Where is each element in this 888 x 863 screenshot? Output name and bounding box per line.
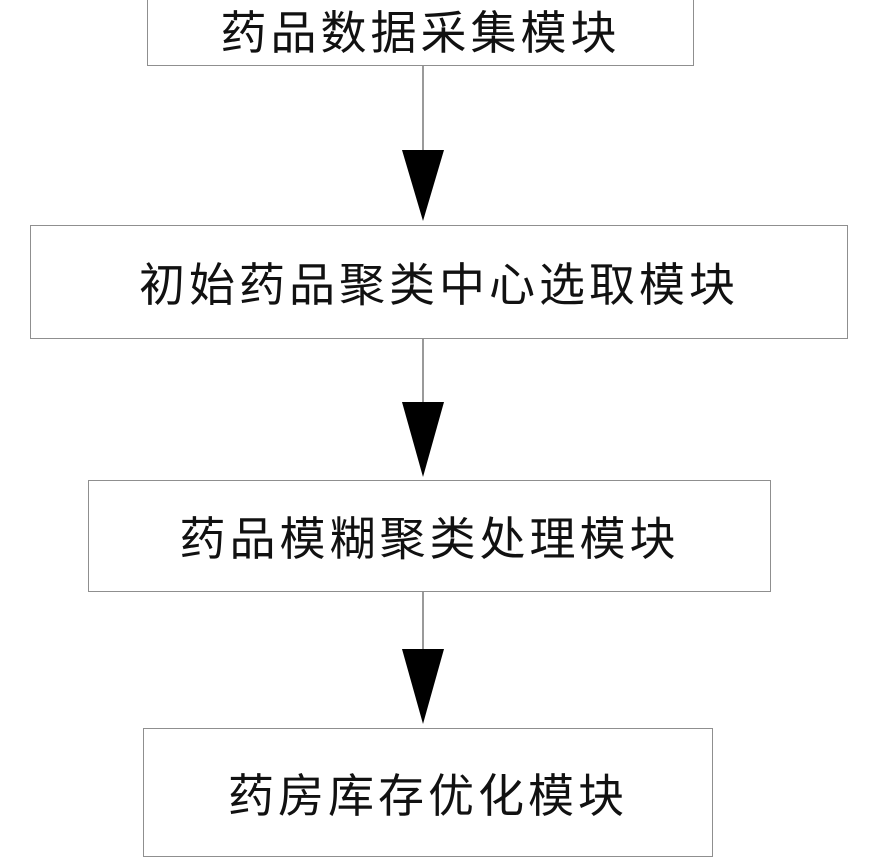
node-drug-data-collection: 药品数据采集模块 xyxy=(147,0,694,66)
node-initial-cluster-center-selection: 初始药品聚类中心选取模块 xyxy=(30,225,848,339)
arrow-2-to-3 xyxy=(398,339,448,481)
arrow-3-head xyxy=(402,649,444,724)
arrow-1-to-2 xyxy=(398,66,448,226)
arrow-2-head xyxy=(402,402,444,477)
node-fuzzy-clustering-processing: 药品模糊聚类处理模块 xyxy=(88,480,771,592)
node-pharmacy-inventory-optimization: 药房库存优化模块 xyxy=(143,728,713,857)
arrow-1-head xyxy=(402,150,444,221)
arrow-3-to-4 xyxy=(398,592,448,728)
